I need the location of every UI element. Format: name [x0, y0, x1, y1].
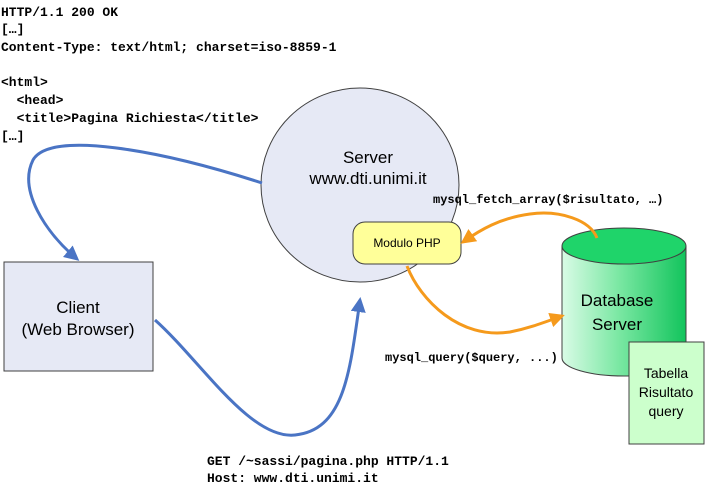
response-line: […] [1, 22, 24, 37]
query-arrow [405, 265, 565, 335]
response-line: <html> [1, 75, 48, 90]
server-label: Server [343, 148, 393, 167]
client-subtitle: (Web Browser) [21, 320, 134, 339]
php-module-label: Modulo PHP [373, 236, 440, 250]
client-node [3, 261, 154, 372]
result-table-label: Risultato [639, 384, 694, 400]
response-line: Content-Type: text/html; charset=iso-885… [1, 40, 337, 55]
server-host-label: www.dti.unimi.it [308, 169, 426, 188]
result-table-label: Tabella [644, 365, 689, 381]
response-line: <head> [1, 93, 64, 108]
client-label: Client [56, 298, 100, 317]
response-arrow [27, 143, 263, 261]
response-line: […] [1, 129, 24, 144]
request-host-line: Host: www.dti.unimi.it [207, 471, 379, 486]
request-line: GET /~sassi/pagina.php HTTP/1.1 [207, 454, 449, 469]
request-arrow [154, 297, 366, 437]
response-header: HTTP/1.1 200 OK […] Content-Type: text/h… [1, 5, 337, 144]
response-line: <title>Pagina Richiesta</title> [1, 111, 259, 126]
fetch-arrow [460, 211, 599, 244]
result-table-node [628, 341, 705, 445]
database-label: Database [581, 291, 654, 310]
query-call-label: mysql_query($query, ...) [385, 351, 558, 365]
result-table-label: query [648, 403, 683, 419]
fetch-call-label: mysql_fetch_array($risultato, …) [433, 193, 663, 207]
response-line: HTTP/1.1 200 OK [1, 5, 118, 20]
database-server-label: Server [592, 315, 642, 334]
